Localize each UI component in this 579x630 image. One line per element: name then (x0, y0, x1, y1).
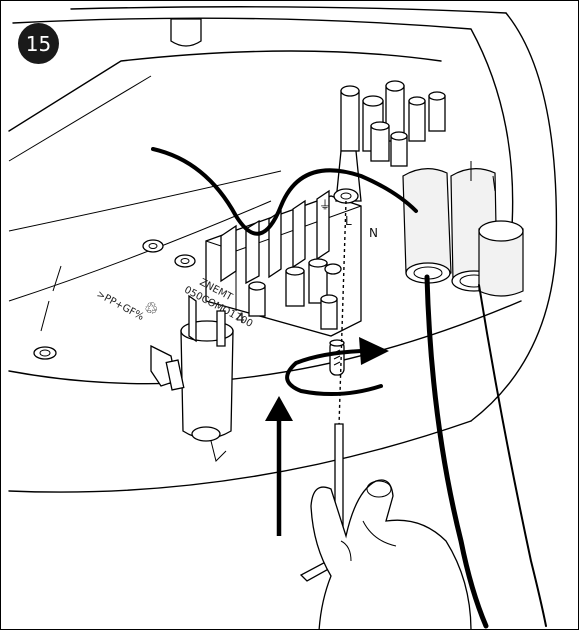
step-number-badge: 15 (18, 23, 59, 64)
terminal-screw (329, 339, 345, 376)
housing-outer-rim (70, 6, 507, 14)
housing-inner-rim (12, 17, 514, 242)
terminal-label-earth: ⏚ (319, 198, 331, 212)
floor-stud-center (174, 254, 196, 268)
top-post (170, 18, 202, 47)
terminal-screw-head (324, 263, 342, 275)
housing-inner-back-wall (8, 50, 442, 132)
wire-looped (151, 147, 418, 236)
screw-axis-dashed (338, 200, 347, 427)
housing-right-edge (470, 12, 558, 422)
floor-guide-dash (40, 265, 62, 332)
rotation-arrow (285, 349, 383, 397)
terminal-label-n: N (369, 226, 378, 240)
engraving-recycle-number: 4 (236, 311, 245, 327)
floor-stud-left (33, 346, 57, 360)
engraving-material-code: >PP+GF% (95, 289, 146, 323)
cable-thick-right (424, 274, 489, 629)
clip-post (150, 294, 234, 462)
cable-socket-tubes (402, 161, 524, 297)
floor-stud-middle (142, 239, 164, 253)
upward-arrow-head (265, 396, 293, 421)
terminal-block (205, 150, 362, 337)
engraving-recycle-symbol: ♲ (144, 299, 158, 318)
cable-thin-right (478, 284, 547, 627)
housing-lower-rim (8, 420, 472, 493)
housing-inner-floor-edge (8, 300, 522, 385)
cylinder-cluster-top (340, 80, 446, 167)
rotation-arrowhead (359, 337, 389, 365)
housing-inner-back-wall-lower (8, 75, 152, 162)
housing-floor-line (8, 170, 282, 232)
hand-holding-tool (310, 479, 472, 629)
terminal-label-l: L (345, 214, 352, 228)
